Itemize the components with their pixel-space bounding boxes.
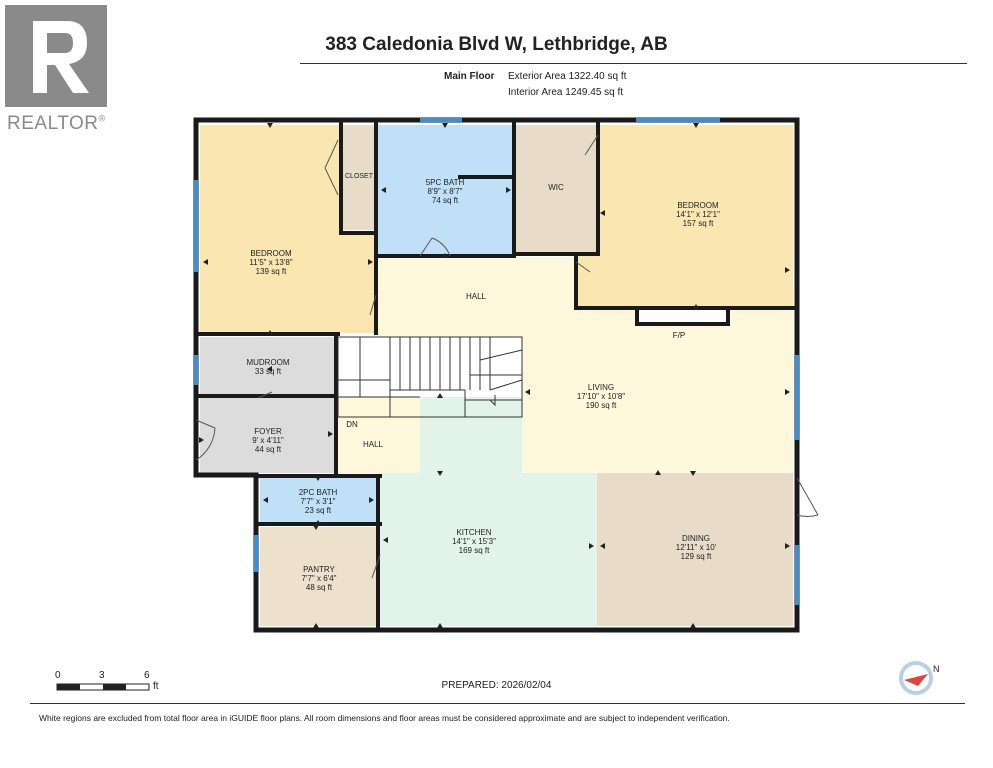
room-area: 48 sq ft	[305, 583, 333, 592]
room-dims: 12'11" x 10'	[675, 543, 717, 552]
scale-bar	[56, 683, 150, 691]
room-fill-hall-top	[378, 257, 793, 473]
interior-walls	[196, 120, 797, 630]
room-area: 23 sq ft	[304, 506, 332, 515]
room-label-closet: CLOSET	[344, 173, 374, 180]
room-name: 5PC BATH	[425, 178, 465, 187]
room-name: KITCHEN	[456, 528, 492, 537]
room-fill-foyer	[200, 398, 336, 473]
room-name: DINING	[681, 534, 710, 543]
room-area: 74 sq ft	[431, 196, 459, 205]
title-divider	[300, 63, 967, 64]
room-fill-wic	[516, 125, 597, 254]
room-fill-pantry	[260, 527, 377, 626]
room-name: BEDROOM	[677, 201, 719, 210]
compass-icon: N	[899, 661, 940, 695]
room-label-dining: DINING 12'11" x 10' 129 sq ft	[676, 534, 716, 561]
room-area: 129 sq ft	[680, 552, 712, 561]
room-label-fp: F/P	[672, 331, 686, 340]
room-label-living: LIVING 17'10" x 10'8" 190 sq ft	[577, 383, 625, 410]
room-fill-2pc-bath	[260, 478, 377, 523]
room-name: 2PC BATH	[298, 488, 338, 497]
prepared-date: PREPARED: 2026/02/04	[441, 680, 552, 691]
room-dims: 14'1" x 12'1"	[676, 210, 720, 219]
dimension-arrows	[199, 123, 790, 628]
room-dims: 11'5" x 13'8"	[249, 258, 293, 267]
exterior-walls	[193, 117, 800, 633]
room-area: 190 sq ft	[585, 401, 617, 410]
room-dims: 7'7" x 6'4"	[301, 574, 337, 583]
room-fill-kitchen-hall	[420, 397, 522, 477]
room-dims: 17'10" x 10'8"	[576, 392, 626, 401]
footer-divider	[30, 703, 965, 704]
floor-label: Main Floor	[444, 71, 495, 82]
doors	[195, 134, 819, 579]
room-fill-closet	[343, 125, 375, 230]
room-area: 33 sq ft	[254, 367, 282, 376]
room-fill-kitchen	[380, 473, 597, 626]
disclaimer-text: White regions are excluded from total fl…	[39, 713, 730, 723]
room-fill-5pc-bath	[378, 125, 514, 257]
room-label-foyer: FOYER 9' x 4'11" 44 sq ft	[252, 427, 284, 454]
room-name: FOYER	[254, 427, 282, 436]
room-label-wic: WIC	[548, 183, 564, 192]
interior-area: Interior Area 1249.45 sq ft	[508, 87, 624, 98]
scale-unit: ft	[153, 681, 159, 692]
room-area: 44 sq ft	[254, 445, 282, 454]
realtor-logo-text: REALTOR®	[7, 113, 106, 134]
room-name: MUDROOM	[246, 358, 290, 367]
room-label-kitchen: KITCHEN 14'1" x 15'3" 169 sq ft	[452, 528, 496, 555]
room-area: 139 sq ft	[255, 267, 287, 276]
exterior-area: Exterior Area 1322.40 sq ft	[508, 71, 627, 82]
room-name: LIVING	[587, 383, 615, 392]
room-dims: 14'1" x 15'3"	[452, 537, 496, 546]
room-fill-mudroom	[200, 337, 336, 395]
room-fill-bedroom-right	[576, 125, 793, 307]
scale-label-3: 3	[99, 670, 105, 681]
room-label-mudroom: MUDROOM 33 sq ft	[246, 358, 289, 376]
room-area: 169 sq ft	[458, 546, 490, 555]
room-area: 157 sq ft	[682, 219, 714, 228]
room-label-bedroom-right: BEDROOM 14'1" x 12'1" 157 sq ft	[676, 201, 720, 228]
room-label-bedroom-left: BEDROOM 11'5" x 13'8" 139 sq ft	[249, 249, 292, 276]
staircase	[337, 336, 523, 418]
scale-label-0: 0	[55, 670, 61, 681]
room-fill-bedroom-left	[200, 125, 378, 333]
scale-label-6: 6	[144, 670, 150, 681]
stairs-down-label: DN	[346, 420, 358, 429]
realtor-logo-mark	[5, 5, 107, 107]
room-label-5pc-bath: 5PC BATH 8'9" x 8'7" 74 sq ft	[426, 178, 465, 205]
room-dims: 8'9" x 8'7"	[427, 187, 463, 196]
room-label-hall-top: HALL	[465, 292, 487, 301]
room-label-pantry: PANTRY 7'7" x 6'4" 48 sq ft	[302, 565, 337, 592]
realtor-logo: REALTOR®	[5, 5, 117, 134]
room-fill-hall-bottom	[336, 397, 420, 473]
page-title: 383 Caledonia Blvd W, Lethbridge, AB	[325, 34, 668, 55]
room-name: BEDROOM	[250, 249, 292, 258]
compass-north-label: N	[933, 664, 940, 674]
room-label-hall-bottom: HALL	[362, 440, 384, 449]
room-dims: 9' x 4'11"	[252, 436, 284, 445]
room-name: PANTRY	[303, 565, 335, 574]
windows	[194, 118, 799, 605]
room-fill-dining	[597, 473, 793, 626]
room-label-2pc-bath: 2PC BATH 7'7" x 3'1" 23 sq ft	[299, 488, 338, 515]
room-dims: 7'7" x 3'1"	[300, 497, 336, 506]
